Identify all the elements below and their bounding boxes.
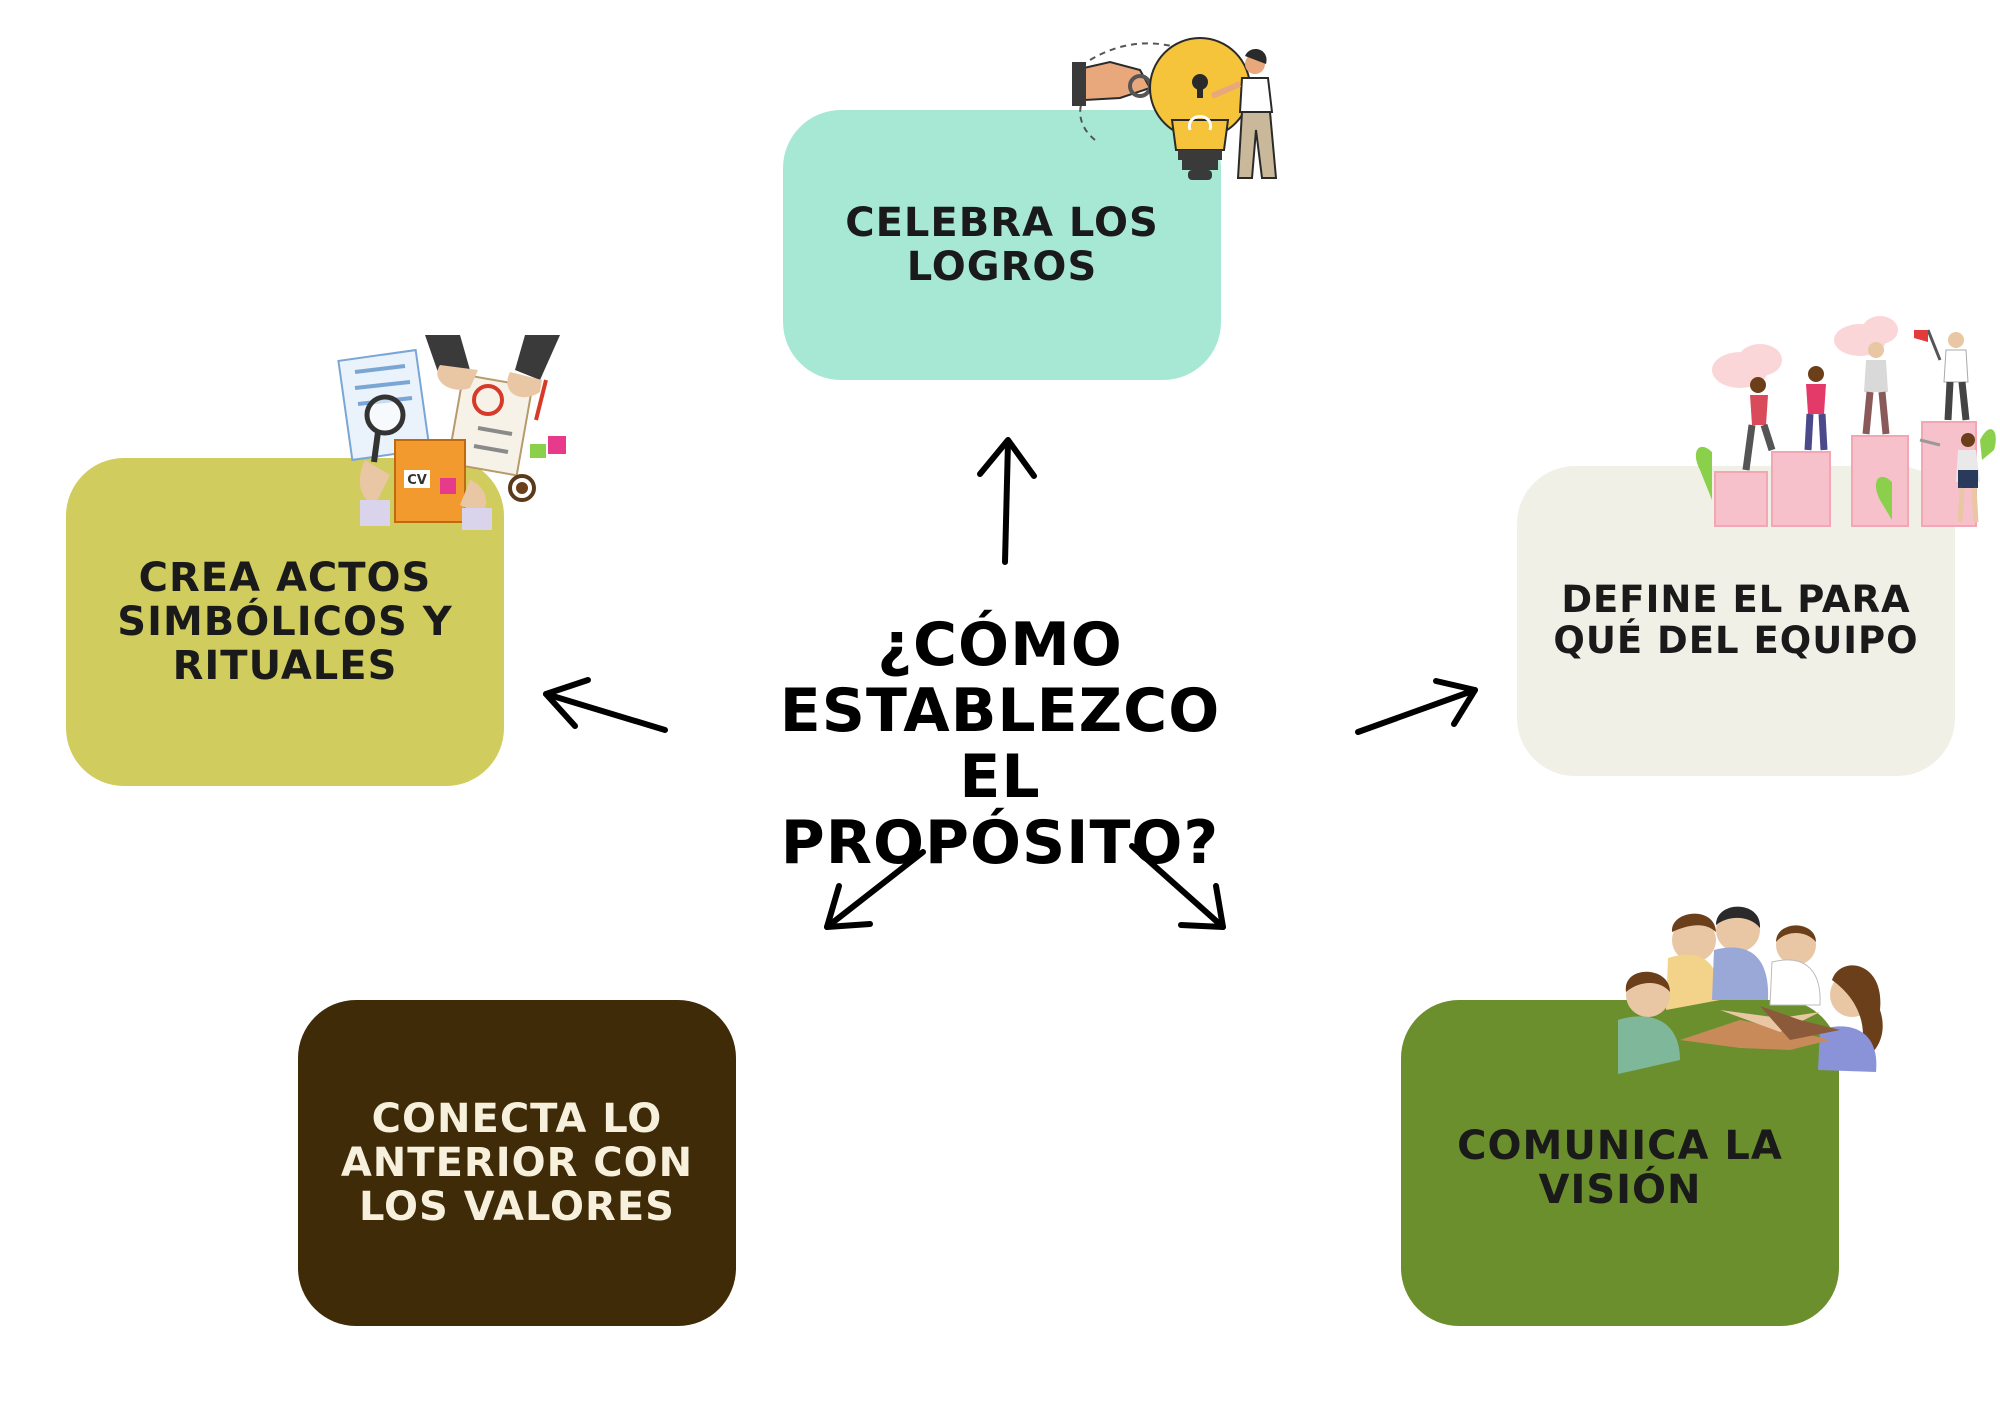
box-actos-simbolicos: CREA ACTOS SIMBÓLICOS Y RITUALES <box>66 458 504 786</box>
arrow-up <box>977 437 1037 565</box>
cv-review-icon: CV <box>337 335 566 530</box>
box-conecta-valores: CONECTA LO ANTERIOR CON LOS VALORES <box>298 1000 736 1326</box>
box-label-actos-simbolicos: CREA ACTOS SIMBÓLICOS Y RITUALES <box>117 555 453 689</box>
team-hands-together-icon <box>1618 906 1883 1074</box>
box-label-celebra-logros: CELEBRA LOS LOGROS <box>845 200 1159 290</box>
box-label-define-para-que: DEFINE EL PARA QUÉ DEL EQUIPO <box>1553 578 1919 662</box>
center-title: ¿CÓMO ESTABLEZCO EL PROPÓSITO? <box>779 610 1221 878</box>
lightbulb-key-icon <box>1072 37 1278 180</box>
box-label-conecta-valores: CONECTA LO ANTERIOR CON LOS VALORES <box>340 1096 694 1230</box>
team-climbing-steps-icon <box>1695 316 1996 527</box>
box-label-comunica-vision: COMUNICA LA VISIÓN <box>1457 1123 1783 1213</box>
arrow-left <box>543 677 668 733</box>
cv-label: CV <box>407 473 427 488</box>
box-celebra-logros: CELEBRA LOS LOGROS <box>783 110 1221 380</box>
arrow-down-right <box>1129 843 1226 930</box>
arrow-down-left <box>824 849 926 930</box>
arrow-right <box>1355 678 1478 735</box>
